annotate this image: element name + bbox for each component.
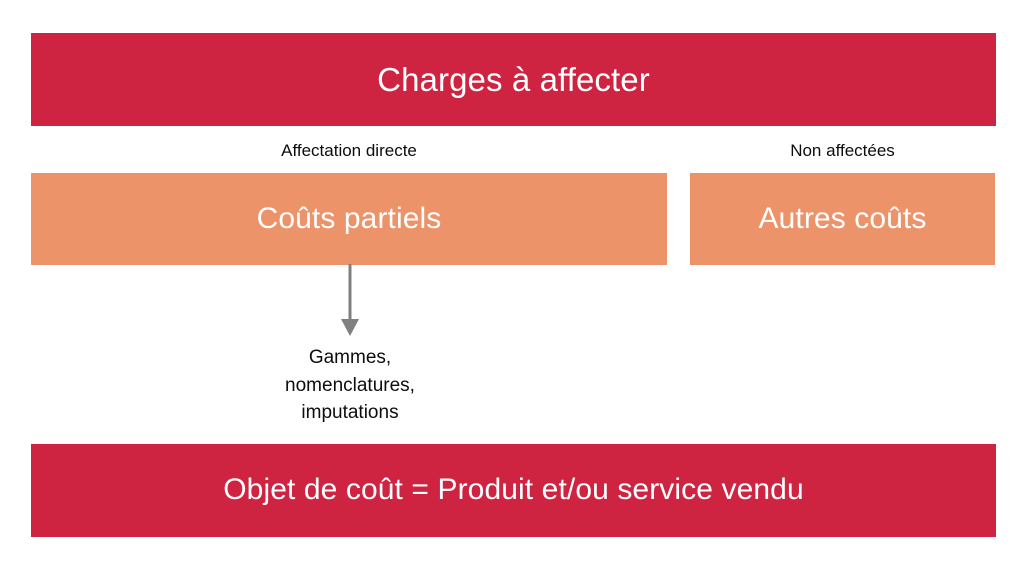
branch-label-non-affectees: Non affectées: [790, 141, 895, 160]
bottom-banner-label: Objet de coût = Produit et/ou service ve…: [223, 473, 804, 507]
method-note-line-3: imputations: [301, 402, 399, 424]
box-autres-couts-label: Autres coûts: [758, 201, 927, 235]
method-note-line-2: nomenclatures,: [285, 374, 415, 396]
box-couts-partiels-label: Coûts partiels: [256, 201, 442, 235]
down-arrow-icon: [341, 264, 359, 336]
top-banner-label: Charges à affecter: [377, 60, 650, 98]
branch-label-affectation-directe: Affectation directe: [281, 141, 417, 160]
box-autres-couts: Autres coûts: [690, 173, 995, 265]
top-banner-charges-a-affecter: Charges à affecter: [31, 33, 996, 126]
box-couts-partiels: Coûts partiels: [31, 173, 667, 265]
bottom-banner-objet-de-cout: Objet de coût = Produit et/ou service ve…: [31, 444, 996, 537]
method-note: Gammes, nomenclatures, imputations: [200, 344, 500, 427]
method-note-line-1: Gammes,: [308, 347, 392, 368]
